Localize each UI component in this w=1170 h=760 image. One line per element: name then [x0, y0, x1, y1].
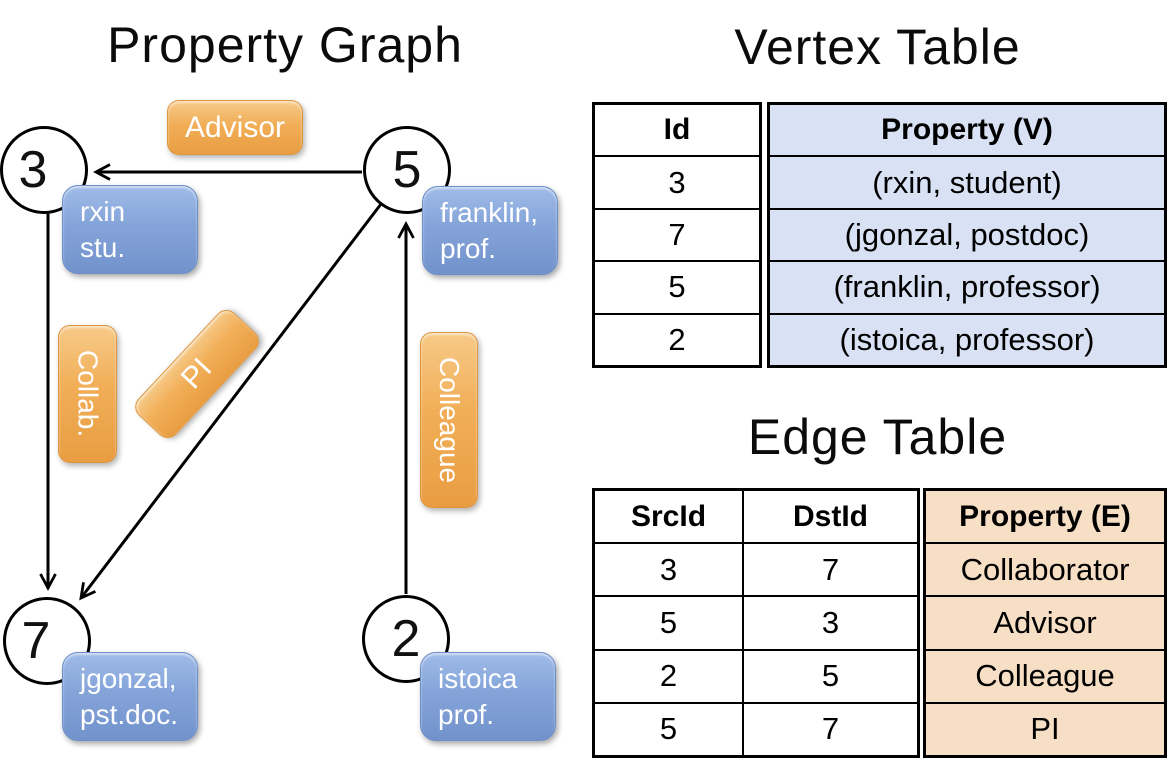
- node-5-id: 5: [392, 141, 422, 199]
- vertex-prop-line1: franklin,: [440, 197, 539, 228]
- edge-dstid-header: DstId: [742, 491, 917, 543]
- node-3-id: 3: [18, 141, 48, 199]
- table-row: (jgonzal, postdoc): [770, 207, 1164, 260]
- edge-srcid-cell: 5: [659, 711, 678, 747]
- vertex-id-cell: 2: [668, 321, 686, 357]
- table-row: 7: [595, 207, 759, 260]
- edge-property-cell: PI: [1030, 711, 1060, 747]
- table-row: (istoica, professor): [770, 312, 1164, 365]
- vertex-table-title: Vertex Table: [734, 19, 1021, 75]
- vertex-property-cell: (rxin, student): [872, 164, 1062, 200]
- vertex-prop-line1: rxin: [80, 196, 126, 227]
- edge-label-advisor: Advisor: [167, 100, 303, 155]
- graph-node-2: 2: [362, 595, 450, 683]
- edge-srcid-cell: 2: [659, 658, 678, 694]
- vertex-prop-box-franklin: franklin, prof.: [422, 186, 558, 275]
- vertex-id-header: Id: [663, 113, 691, 147]
- table-row: PI: [926, 701, 1164, 755]
- property-graph-panel: Property Graph 3 5 7 2 rxin stu. frankli…: [0, 17, 558, 741]
- vertex-prop-box-rxin: rxin stu.: [62, 185, 198, 274]
- table-row: Collaborator: [926, 542, 1164, 595]
- edge-property-cell: Advisor: [993, 605, 1097, 640]
- edge-dstid-cell: 3: [742, 597, 917, 649]
- table-row: Colleague: [926, 648, 1164, 702]
- edge-label-colleague: Colleague: [420, 332, 478, 508]
- vertex-id-cell: 5: [668, 269, 686, 305]
- edge-property-cell: Colleague: [975, 658, 1115, 694]
- vertex-prop-line2: prof.: [438, 699, 495, 730]
- node-2-id: 2: [391, 610, 421, 668]
- vertex-id-cell: 7: [668, 217, 686, 253]
- vertex-prop-line1: istoica: [438, 663, 518, 694]
- vertex-property-cell: (jgonzal, postdoc): [844, 217, 1090, 253]
- edge-dstid-cell: 5: [742, 650, 917, 702]
- table-row: 2: [595, 312, 759, 365]
- graph-node-5: 5: [363, 126, 451, 214]
- graph-edges-canvas: [39, 163, 415, 601]
- vertex-property-cell: (istoica, professor): [839, 321, 1095, 357]
- table-row: 3: [595, 155, 759, 207]
- tables-panel: Vertex Table Id 3 7 5 2 Property (V) (rx…: [585, 0, 1170, 760]
- table-row: (franklin, professor): [770, 260, 1164, 312]
- edge-property-cell: Collaborator: [960, 551, 1130, 587]
- edge-property-header: Property (E): [959, 499, 1131, 533]
- edge-label-collab: Collab.: [58, 325, 117, 463]
- vertex-property-header: Property (V): [881, 113, 1053, 147]
- edge-srcid-cell: 5: [659, 605, 678, 640]
- edge-label-text: Advisor: [184, 110, 286, 144]
- edge-dstid-cell: 7: [742, 544, 917, 596]
- table-row: 5: [595, 260, 759, 312]
- edge-srcid-cell: 3: [659, 551, 678, 587]
- edge-label-text: Collab.: [72, 350, 104, 438]
- table-row: 5 3: [595, 595, 917, 649]
- vertex-prop-line2: pst.doc.: [80, 699, 179, 730]
- vertex-prop-box-istoica: istoica prof.: [420, 652, 556, 741]
- edge-label-text: PI: [174, 352, 219, 396]
- edge-table-id-columns: SrcId DstId 3 7 5 3 2 5 5 7: [592, 488, 920, 758]
- vertex-prop-line2: stu.: [80, 232, 126, 263]
- vertex-property-cell: (franklin, professor): [833, 269, 1101, 305]
- edge-srcid-header: SrcId: [630, 499, 707, 533]
- table-row: (rxin, student): [770, 155, 1164, 207]
- edge-dstid-cell: 7: [742, 703, 917, 756]
- vertex-prop-box-jgonzal: jgonzal, pst.doc.: [62, 652, 198, 741]
- edge-table-title: Edge Table: [747, 409, 1008, 465]
- property-graph-title: Property Graph: [107, 17, 463, 73]
- table-row: 2 5: [595, 648, 917, 702]
- edge-pi-5-to-7: [79, 203, 383, 601]
- vertex-id-cell: 3: [668, 164, 686, 200]
- node-7-id: 7: [21, 612, 51, 670]
- vertex-prop-line2: prof.: [440, 233, 497, 264]
- edge-table-property-column: Property (E) Collaborator Advisor Collea…: [923, 488, 1167, 758]
- vertex-table-property-column: Property (V) (rxin, student) (jgonzal, p…: [767, 102, 1167, 368]
- table-row: 5 7: [595, 701, 917, 756]
- vertex-prop-line1: jgonzal,: [80, 663, 177, 694]
- vertex-table-id-column: Id 3 7 5 2: [592, 102, 762, 368]
- edge-label-text: Colleague: [434, 356, 465, 484]
- table-row: 3 7: [595, 542, 917, 596]
- table-row: Advisor: [926, 595, 1164, 648]
